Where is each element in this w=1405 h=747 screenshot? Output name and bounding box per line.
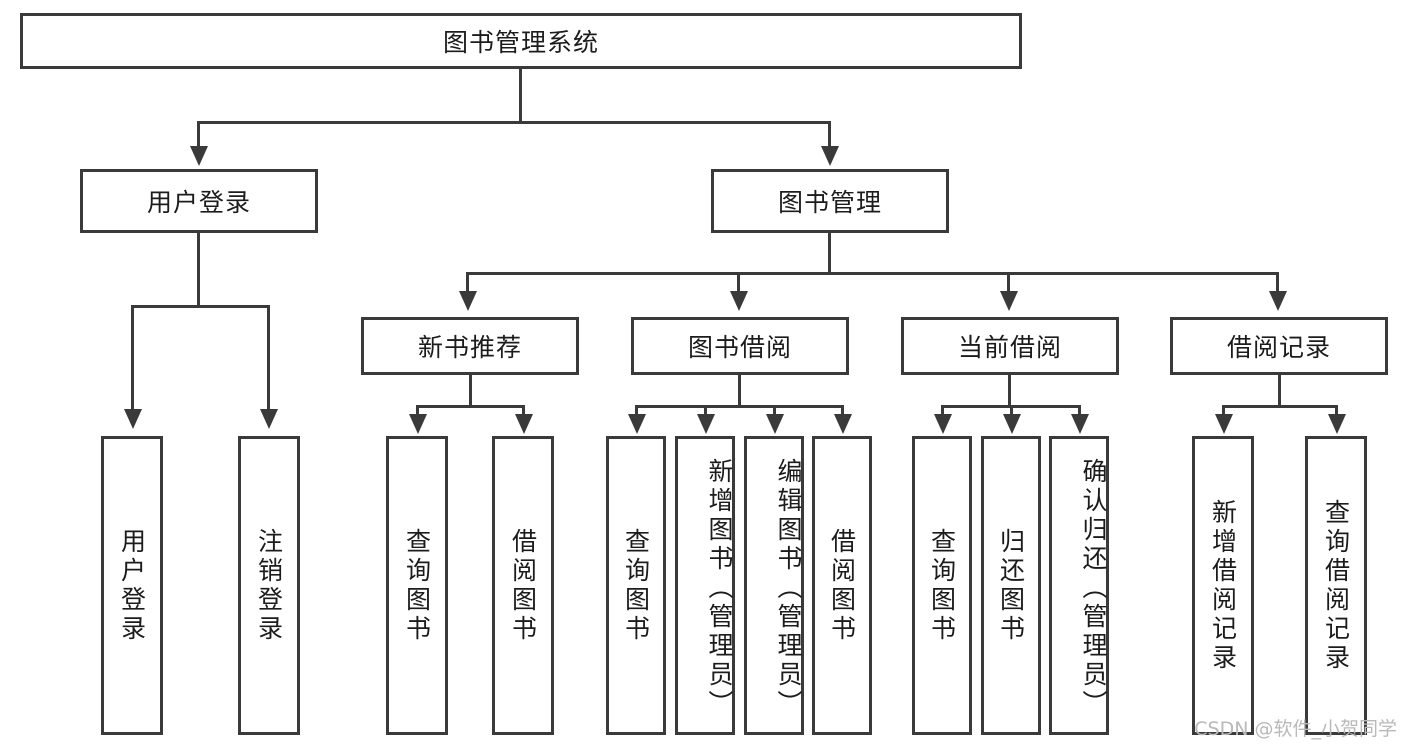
arrow-book-borrow-to-leaf-1 xyxy=(628,414,646,434)
arrow-book-mgmt-to-new-book xyxy=(459,291,477,311)
connector-current-borrow-to-leaf-1 xyxy=(941,405,944,417)
connector-new-book-to-leaf-2 xyxy=(522,405,525,417)
connector-borrow-record-stem xyxy=(1278,375,1281,406)
leaf-borrow-record-1[interactable]: 新增借阅记录 xyxy=(1192,436,1254,735)
arrow-book-borrow-to-leaf-4 xyxy=(834,414,852,434)
node-label: 图书借阅 xyxy=(687,333,792,362)
leaf-current-borrow-3[interactable]: 确认归还（管理员） xyxy=(1049,436,1109,735)
connector-book-mgmt-to-new-book xyxy=(466,272,469,294)
node-label: 查询图书 xyxy=(402,527,432,644)
leaf-borrow-record-2[interactable]: 查询借阅记录 xyxy=(1305,436,1367,735)
connector-current-borrow-to-leaf-3 xyxy=(1078,405,1081,417)
arrow-book-mgmt-to-current-borrow xyxy=(1000,291,1018,311)
node-label: 编辑图书（管理员） xyxy=(774,458,803,719)
node-label: 用户登录 xyxy=(146,188,251,217)
connector-current-borrow-stem xyxy=(1008,375,1011,406)
node-root-system[interactable]: 图书管理系统 xyxy=(20,13,1022,69)
arrow-new-book-to-leaf-2 xyxy=(515,414,533,434)
leaf-user-login-2[interactable]: 注销登录 xyxy=(238,436,300,735)
connector-root-bus xyxy=(197,121,831,124)
connector-book-borrow-to-leaf-2 xyxy=(704,405,707,417)
connector-borrow-record-bus xyxy=(1222,405,1338,408)
connector-book-mgmt-stem xyxy=(828,233,831,273)
node-borrow-record[interactable]: 借阅记录 xyxy=(1170,317,1388,375)
node-label: 新增借阅记录 xyxy=(1208,498,1238,673)
connector-book-mgmt-bus xyxy=(466,272,1279,275)
leaf-new-book-1[interactable]: 查询图书 xyxy=(386,436,448,735)
leaf-book-borrow-1[interactable]: 查询图书 xyxy=(606,436,666,735)
arrow-borrow-record-to-leaf-1 xyxy=(1215,414,1233,434)
connector-book-mgmt-to-book-borrow xyxy=(737,272,740,294)
node-book-borrow[interactable]: 图书借阅 xyxy=(631,317,849,375)
arrow-user-login-to-leaf-2 xyxy=(260,409,278,429)
connector-user-login-bus xyxy=(131,305,267,308)
arrow-root-to-book-mgmt xyxy=(821,146,839,166)
node-label: 注销登录 xyxy=(254,527,284,644)
leaf-book-borrow-3[interactable]: 编辑图书（管理员） xyxy=(744,436,804,735)
connector-current-borrow-to-leaf-2 xyxy=(1010,405,1013,417)
leaf-new-book-2[interactable]: 借阅图书 xyxy=(492,436,554,735)
node-label: 借阅图书 xyxy=(827,527,857,644)
connector-new-book-bus xyxy=(416,405,525,408)
node-label: 新增图书（管理员） xyxy=(705,458,734,719)
connector-borrow-record-to-leaf-1 xyxy=(1222,405,1225,417)
arrow-book-borrow-to-leaf-2 xyxy=(697,414,715,434)
arrow-new-book-to-leaf-1 xyxy=(409,414,427,434)
connector-book-mgmt-to-borrow-record xyxy=(1276,272,1279,294)
connector-user-login-stem xyxy=(197,233,200,306)
connector-book-mgmt-to-current-borrow xyxy=(1007,272,1010,294)
connector-new-book-to-leaf-1 xyxy=(416,405,419,417)
arrow-borrow-record-to-leaf-2 xyxy=(1328,414,1346,434)
connector-root-to-user-login xyxy=(197,121,200,151)
node-label: 归还图书 xyxy=(996,527,1026,644)
node-label: 图书管理系统 xyxy=(442,28,599,57)
arrow-user-login-to-leaf-1 xyxy=(124,409,142,429)
node-new-book-recommend[interactable]: 新书推荐 xyxy=(361,317,579,375)
arrow-current-borrow-to-leaf-3 xyxy=(1071,414,1089,434)
arrow-current-borrow-to-leaf-1 xyxy=(934,414,952,434)
connector-root-to-book-mgmt xyxy=(828,121,831,151)
leaf-book-borrow-4[interactable]: 借阅图书 xyxy=(812,436,872,735)
node-user-login[interactable]: 用户登录 xyxy=(80,169,318,233)
connector-book-borrow-stem xyxy=(738,375,741,406)
node-label: 借阅记录 xyxy=(1226,333,1331,362)
arrow-book-borrow-to-leaf-3 xyxy=(766,414,784,434)
arrow-current-borrow-to-leaf-2 xyxy=(1003,414,1021,434)
leaf-current-borrow-1[interactable]: 查询图书 xyxy=(912,436,972,735)
connector-borrow-record-to-leaf-2 xyxy=(1335,405,1338,417)
leaf-book-borrow-2[interactable]: 新增图书（管理员） xyxy=(675,436,735,735)
node-label: 确认归还（管理员） xyxy=(1079,458,1108,719)
connector-new-book-stem xyxy=(469,375,472,406)
node-label: 用户登录 xyxy=(117,527,147,644)
connector-book-borrow-to-leaf-1 xyxy=(635,405,638,417)
connector-book-borrow-to-leaf-4 xyxy=(841,405,844,417)
leaf-current-borrow-2[interactable]: 归还图书 xyxy=(981,436,1041,735)
connector-user-login-to-leaf-2 xyxy=(267,305,270,410)
arrow-book-mgmt-to-book-borrow xyxy=(730,291,748,311)
node-label: 查询图书 xyxy=(927,527,957,644)
connector-book-borrow-bus xyxy=(635,405,844,408)
node-label: 借阅图书 xyxy=(508,527,538,644)
node-current-borrow[interactable]: 当前借阅 xyxy=(901,317,1119,375)
node-label: 新书推荐 xyxy=(417,333,522,362)
arrow-book-mgmt-to-borrow-record xyxy=(1269,291,1287,311)
connector-book-borrow-to-leaf-3 xyxy=(773,405,776,417)
arrow-root-to-user-login xyxy=(190,146,208,166)
node-label: 查询借阅记录 xyxy=(1321,498,1351,673)
watermark-text: CSDN @软件_小贺同学 xyxy=(1194,718,1397,740)
connector-user-login-to-leaf-1 xyxy=(131,305,134,410)
node-label: 图书管理 xyxy=(777,188,882,217)
connector-root-stem xyxy=(519,69,522,122)
leaf-user-login-1[interactable]: 用户登录 xyxy=(101,436,163,735)
node-label: 当前借阅 xyxy=(957,333,1062,362)
node-book-management[interactable]: 图书管理 xyxy=(711,169,949,233)
node-label: 查询图书 xyxy=(621,527,651,644)
